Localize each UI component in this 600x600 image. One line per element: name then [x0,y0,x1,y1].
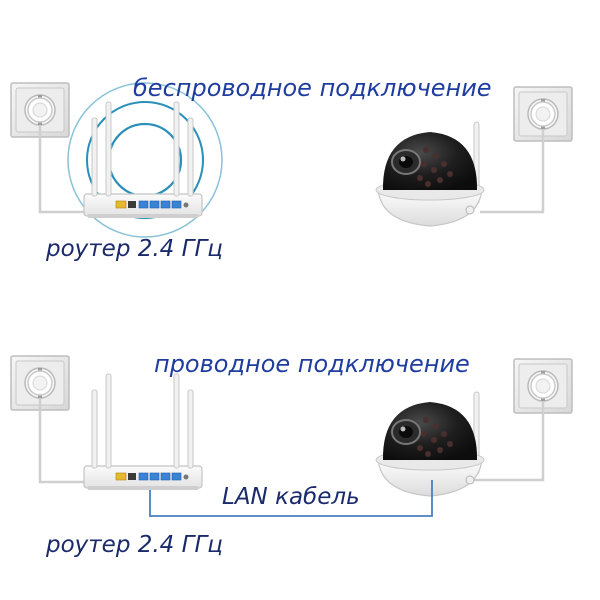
lan-cable-label: LAN кабель [222,484,360,510]
power-cord [470,401,545,482]
router-icon [83,373,203,491]
power-plug-icon [530,101,556,127]
power-cord [480,129,545,214]
power-cord [38,398,90,484]
power-plug-icon [27,97,53,123]
lan-cable [149,480,433,517]
power-cord [38,125,90,214]
dome-camera-icon [375,391,485,497]
power-plug-icon [530,373,556,399]
wired-connection-title: проводное подключение [154,350,470,378]
router-label-wireless: роутер 2.4 ГГц [46,236,223,262]
wired-scene [10,355,573,517]
dome-camera-icon [375,121,485,227]
router-icon [83,101,203,219]
router-label-wired: роутер 2.4 ГГц [46,532,223,558]
wireless-connection-title: беспроводное подключение [133,74,492,102]
power-plug-icon [27,370,53,396]
wireless-scene [10,82,573,238]
